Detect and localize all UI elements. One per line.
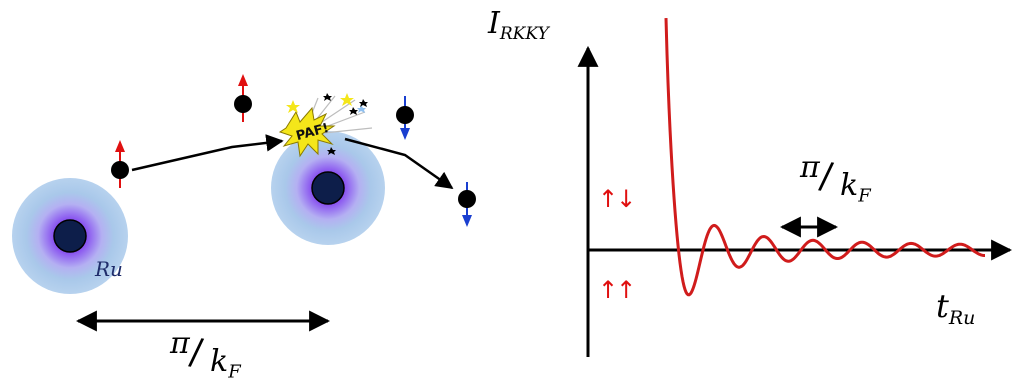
electron-trajectory-scattered [344,137,454,190]
ru-atom-label: Ru [95,257,123,281]
impact-burst: PAF! [278,93,373,158]
period-label-numerator: π [800,150,820,185]
y-axis-label: IRKKY [488,6,549,44]
ru-atom-1 [12,178,128,294]
antiparallel-spin-label: ↑↓ [598,185,636,213]
distance-label-denominator: kF [210,344,241,383]
rkky-graph [577,18,1013,357]
period-label-denominator: kF [840,168,871,207]
left-panel: PAF! [12,74,476,332]
electron-spin-down-2 [458,182,476,227]
electron-trajectory [131,134,284,172]
electron-spin-up-2 [234,74,252,122]
distance-label-numerator: π [170,326,190,361]
electron-spin-up-1 [111,140,129,188]
x-axis-label: tRu [936,287,976,329]
rkky-oscillation-curve [664,18,985,297]
electron-spin-down-1 [396,96,414,140]
parallel-spin-label: ↑↑ [598,276,636,304]
ru-atom-2 [271,131,385,245]
